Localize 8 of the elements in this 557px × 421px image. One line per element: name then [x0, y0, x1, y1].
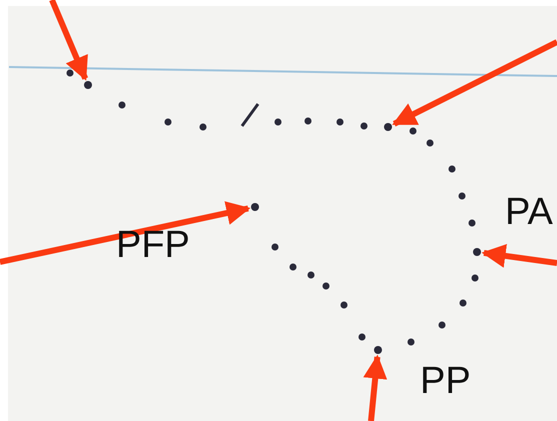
- region-label: PP: [420, 362, 471, 400]
- arrow: [49, 0, 88, 81]
- arrow: [392, 39, 557, 127]
- region-label: PFP: [116, 226, 190, 264]
- arrow: [363, 354, 388, 421]
- region-label: PA: [505, 193, 553, 231]
- arrow: [482, 244, 557, 268]
- arrow: [0, 201, 250, 265]
